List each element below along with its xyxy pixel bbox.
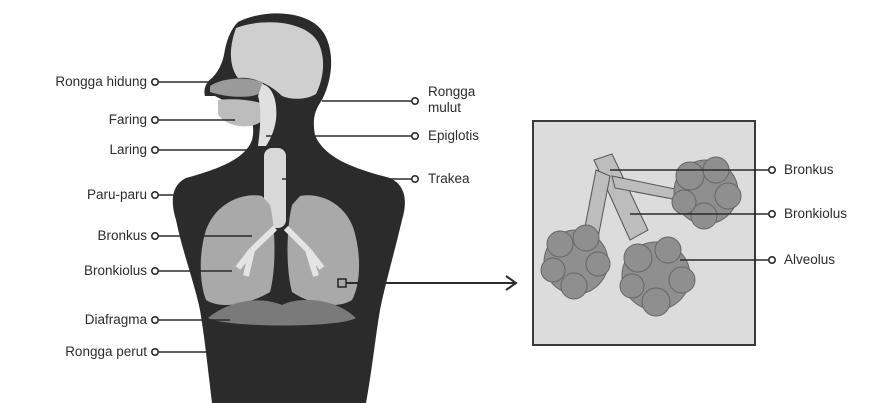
alveoli-inset	[533, 121, 755, 345]
label-rongga-mulut: Rongga mulut	[428, 84, 508, 116]
label-bronkus: Bronkus	[97, 228, 147, 244]
label-trakea: Trakea	[428, 171, 470, 187]
label-rongga-hidung: Rongga hidung	[55, 74, 147, 90]
label-epiglotis: Epiglotis	[428, 128, 479, 144]
label-faring: Faring	[109, 112, 147, 128]
inset-label-alveolus: Alveolus	[784, 252, 835, 268]
human-body-figure	[173, 13, 405, 403]
label-laring: Laring	[109, 142, 147, 158]
label-bronkiolus: Bronkiolus	[84, 263, 147, 279]
inset-label-bronkiolus: Bronkiolus	[784, 206, 847, 222]
inset-label-bronkus: Bronkus	[784, 162, 834, 178]
label-paru-paru: Paru-paru	[87, 187, 147, 203]
label-diafragma: Diafragma	[85, 312, 147, 328]
label-rongga-perut: Rongga perut	[65, 344, 147, 360]
